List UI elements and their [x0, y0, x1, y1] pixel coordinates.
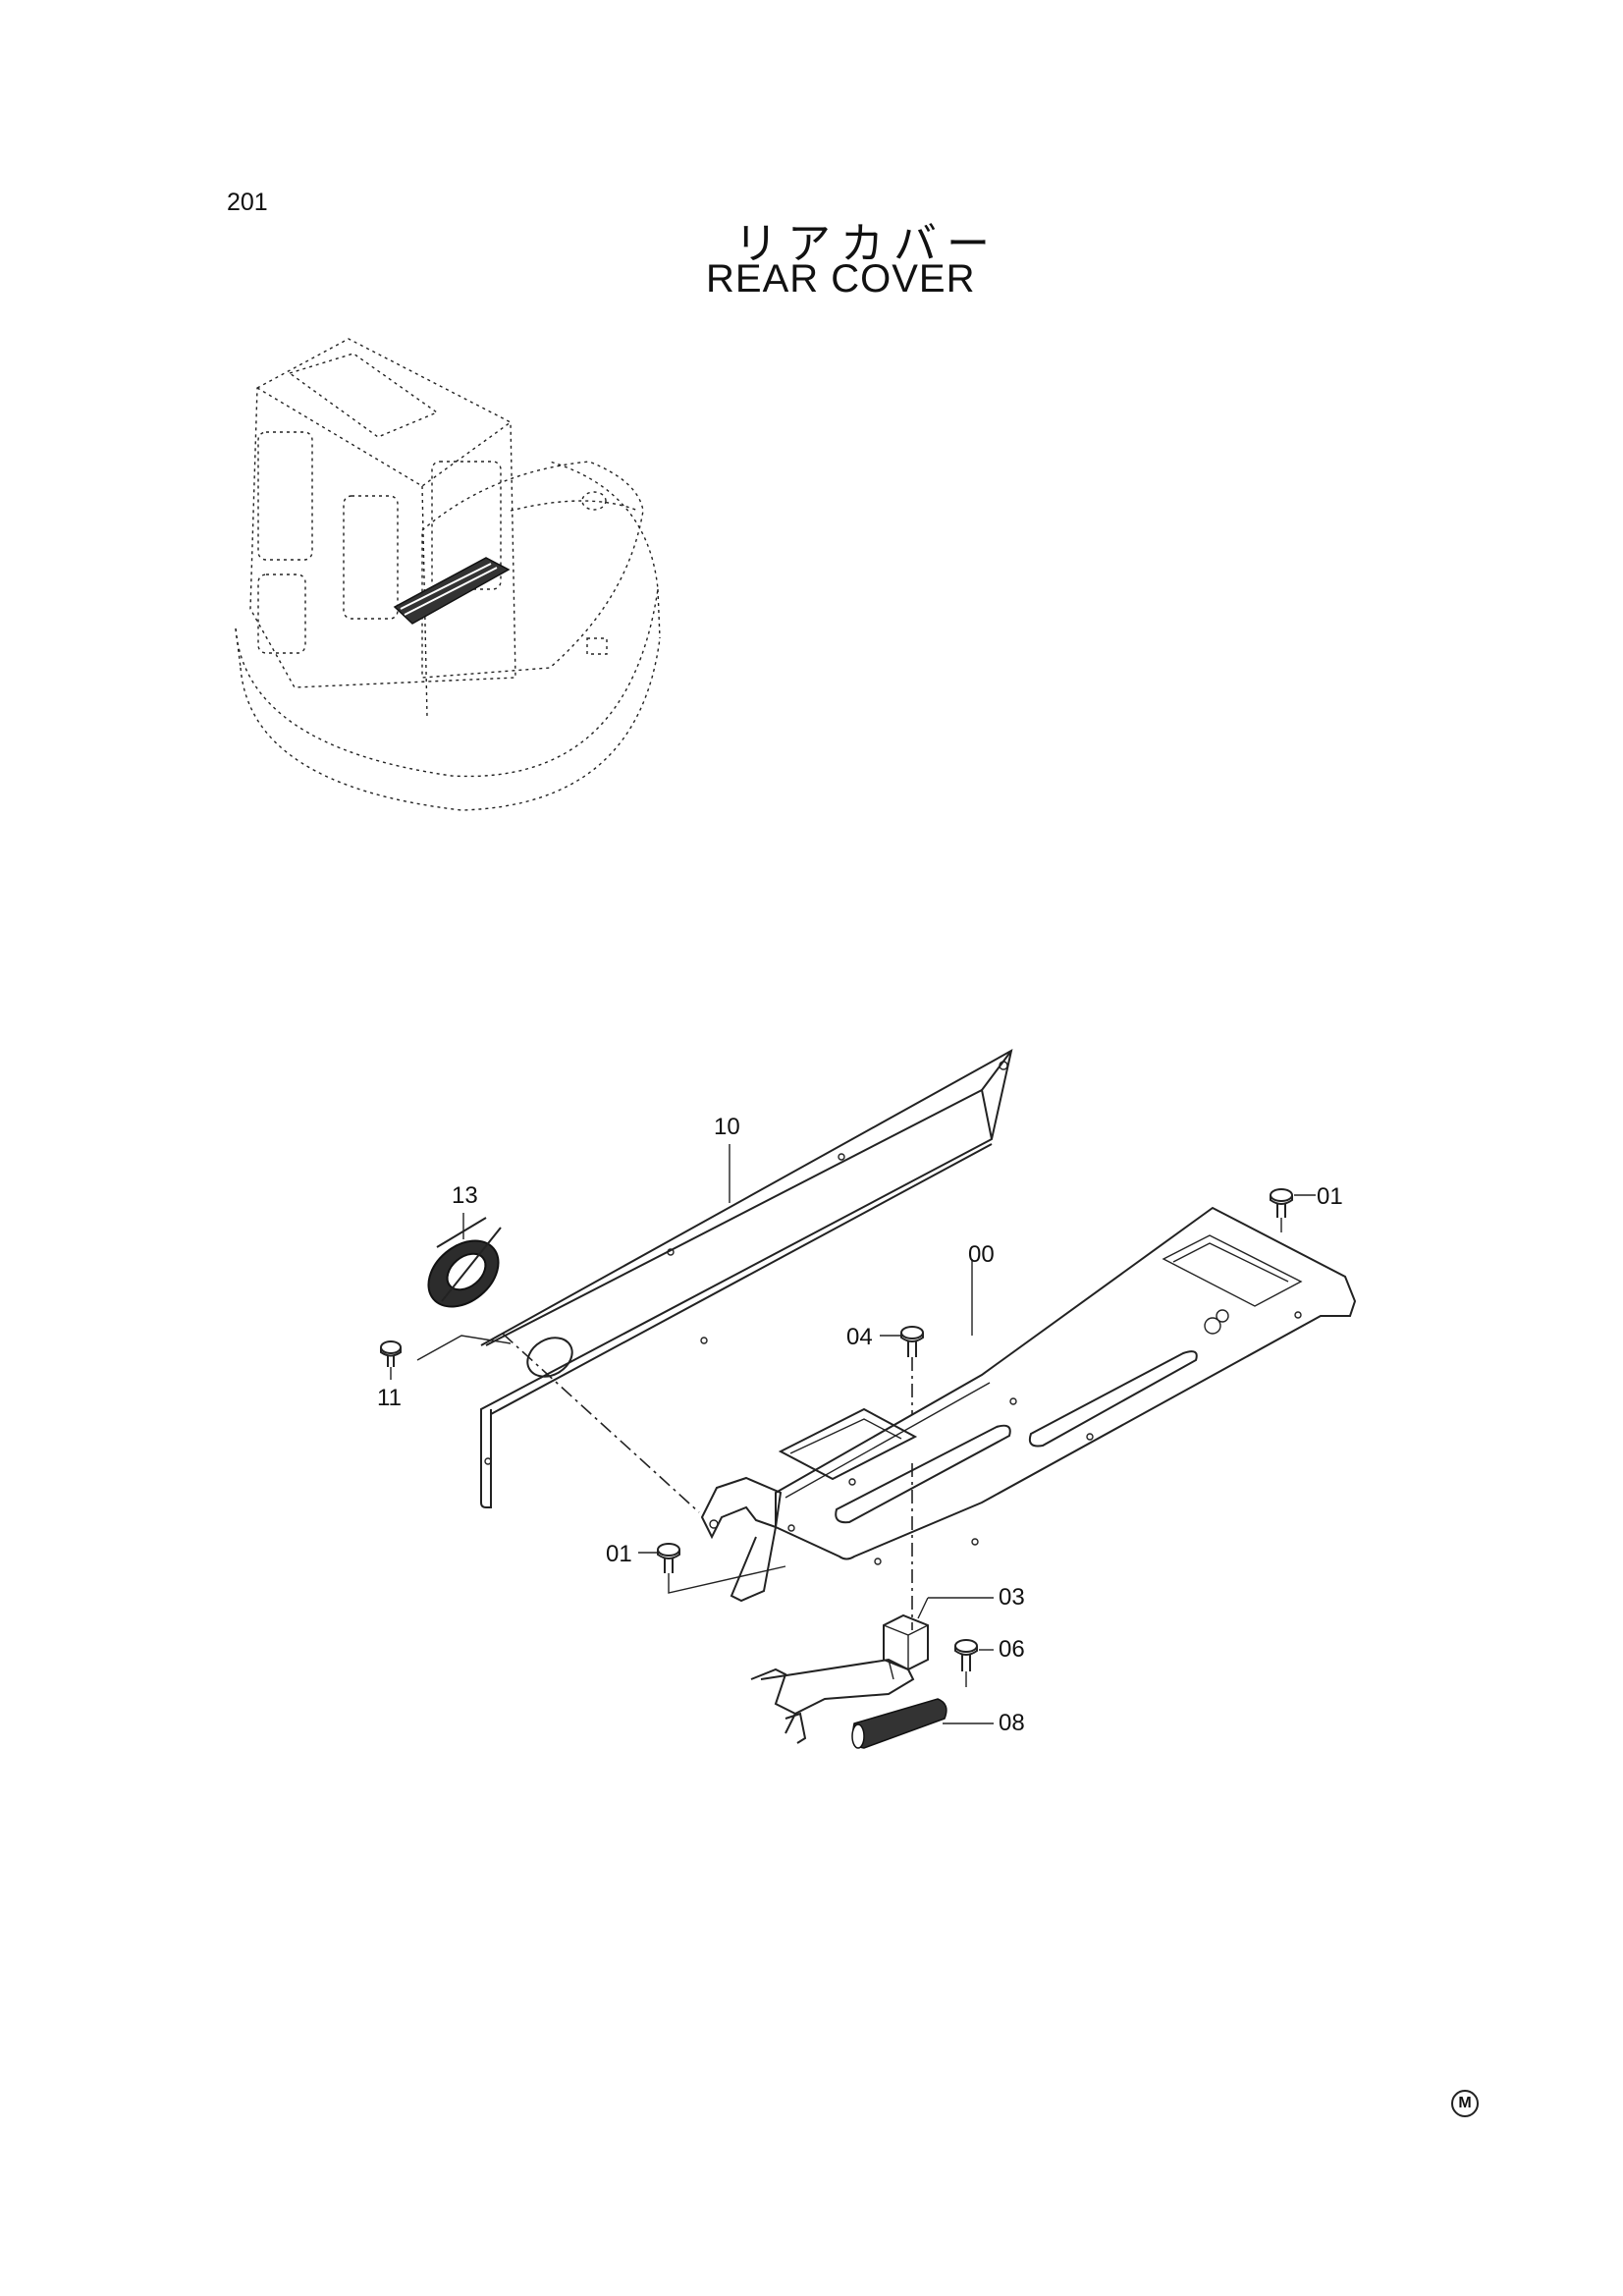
callout-00: 00	[968, 1241, 995, 1268]
callout-06: 06	[999, 1636, 1025, 1663]
callout-11: 11	[377, 1385, 402, 1411]
title-english: REAR COVER	[706, 257, 976, 301]
part-13-grommet	[427, 1217, 502, 1308]
part-03-bracket	[750, 1613, 929, 1744]
callout-04: 04	[846, 1324, 873, 1350]
part-00-base-plate	[700, 1206, 1357, 1603]
callout-10: 10	[714, 1114, 740, 1140]
bolt-06	[954, 1639, 978, 1671]
callout-03: 03	[999, 1584, 1025, 1611]
footer-mark: M	[1451, 2090, 1479, 2117]
bolt-01-bottom	[657, 1543, 680, 1573]
title-japanese: リアカバー	[734, 220, 1000, 268]
bolt-11	[380, 1340, 402, 1367]
bolt-01-top	[1270, 1188, 1293, 1218]
callout-01-top: 01	[1317, 1183, 1343, 1210]
callout-08: 08	[999, 1710, 1025, 1736]
callout-leaders	[390, 1144, 1316, 1724]
assembly-line-13	[502, 1333, 700, 1513]
callout-13: 13	[452, 1182, 478, 1209]
callout-01-bottom: 01	[606, 1541, 632, 1567]
page-number: 201	[227, 189, 268, 216]
part-10-plate	[480, 1049, 1013, 1508]
part-08-cushion	[851, 1698, 947, 1749]
machine-overview-illustration	[235, 338, 661, 811]
bolt-04	[900, 1326, 924, 1357]
